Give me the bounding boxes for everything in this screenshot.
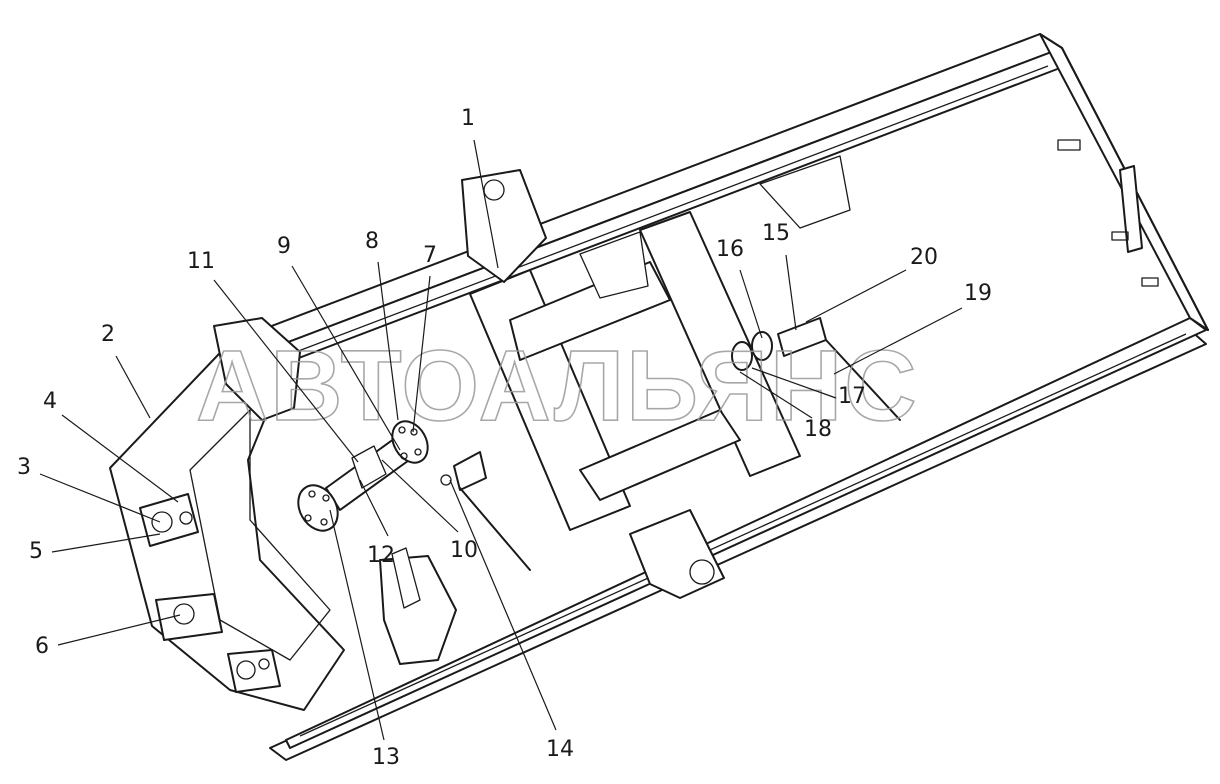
callout-label-10: 10	[450, 538, 478, 563]
callout-label-9: 9	[277, 234, 291, 259]
leader-line-17	[751, 367, 837, 399]
leader-line-16	[739, 269, 763, 339]
rear-end-frame	[1039, 33, 1209, 331]
leader-line-6	[57, 614, 181, 646]
leader-line-15	[785, 254, 797, 331]
leader-line-4	[61, 414, 179, 503]
callout-label-16: 16	[716, 237, 744, 262]
rear-tow-bracket	[629, 509, 725, 599]
leader-line-14	[449, 479, 557, 731]
mount-lug-upper	[139, 493, 199, 547]
leader-line-19	[833, 307, 963, 375]
callout-label-3: 3	[17, 455, 31, 480]
leader-line-3	[39, 473, 161, 523]
callout-label-13: 13	[372, 745, 400, 770]
right-side-rail	[269, 317, 1207, 761]
cross-members	[469, 155, 851, 531]
left-side-rail	[239, 33, 1063, 373]
leader-line-18	[739, 371, 813, 419]
watermark: АВТОАЛЬЯНС	[196, 330, 919, 442]
callout-label-11: 11	[187, 249, 215, 274]
callout-label-4: 4	[43, 389, 57, 414]
leader-line-11	[213, 279, 359, 463]
callout-label-18: 18	[804, 417, 832, 442]
leader-line-7	[412, 275, 431, 433]
callout-label-1: 1	[461, 106, 475, 131]
rear-pin-washers	[731, 317, 901, 421]
front-tow-bracket	[461, 169, 547, 283]
leader-line-2	[115, 355, 151, 419]
leader-line-13	[329, 509, 385, 741]
callout-label-5: 5	[29, 539, 43, 564]
leader-line-12	[359, 479, 389, 537]
drive-shaft	[297, 420, 429, 532]
callout-label-15: 15	[762, 221, 790, 246]
callout-label-14: 14	[546, 737, 574, 762]
leader-line-1	[473, 139, 499, 269]
leader-line-5	[51, 533, 161, 553]
callout-label-12: 12	[367, 543, 395, 568]
leader-line-20	[805, 269, 907, 323]
callout-label-17: 17	[838, 384, 866, 409]
leader-line-10	[381, 459, 459, 533]
leader-line-8	[377, 261, 399, 421]
callout-label-7: 7	[423, 243, 437, 268]
callout-label-2: 2	[101, 322, 115, 347]
callout-label-20: 20	[910, 245, 938, 270]
callout-label-19: 19	[964, 281, 992, 306]
mount-lug-lower	[227, 649, 281, 693]
callout-label-8: 8	[365, 229, 379, 254]
leader-line-9	[291, 265, 401, 451]
pivot-pin-rod	[440, 451, 531, 571]
mount-lug-middle	[155, 593, 223, 641]
callout-label-6: 6	[35, 634, 49, 659]
